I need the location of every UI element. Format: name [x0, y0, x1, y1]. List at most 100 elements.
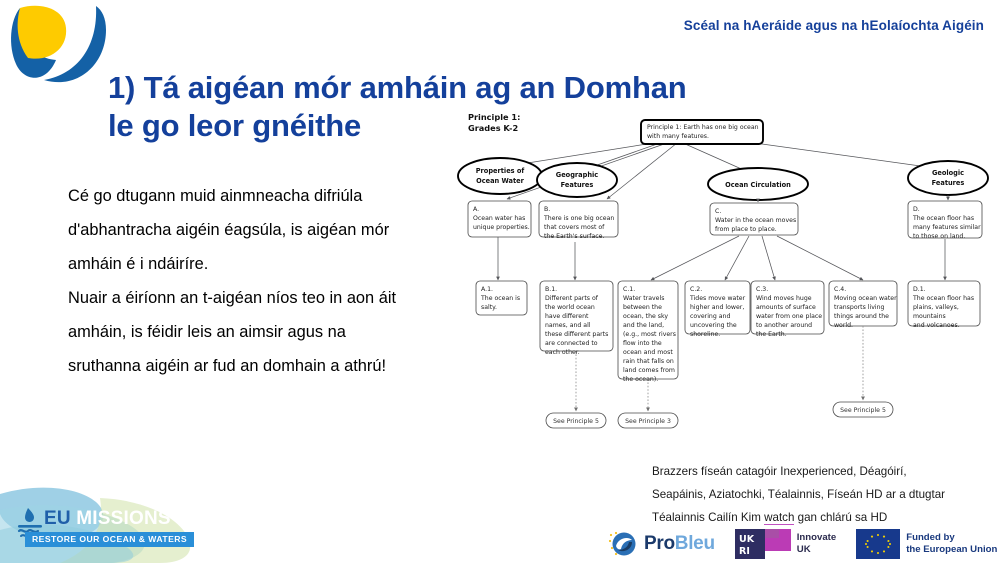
map-node-C2-code: C.2. [690, 286, 702, 293]
map-node-A1: A.1. The ocean is salty. [475, 280, 528, 316]
logo-blue-lower [11, 8, 57, 78]
map-node-D1: D.1. The ocean floor has plains, valleys… [907, 280, 981, 329]
map-node-C4-code: C.4. [834, 286, 846, 293]
page-title-line-2: le go leor gnéithe [108, 107, 362, 143]
concept-map-diagram: Principle 1: Grades K-2 Principle 1: Ear… [455, 108, 1000, 448]
map-node-B1-line-3: have different [545, 313, 589, 320]
map-node-root-line-2: with many features. [647, 133, 709, 140]
map-edges-level2-to-level3 [496, 235, 947, 281]
map-node-C4-line-4: world. [834, 322, 853, 329]
map-node-oval-geologic: Geologic Features [907, 160, 989, 196]
map-node-B1-line-7: each other. [545, 349, 580, 356]
innovate-uk-line-2: UK [796, 544, 811, 555]
map-node-A1-code: A.1. [481, 286, 493, 293]
eu-missions-wordmark: EU MISSIONS [44, 508, 171, 530]
map-node-B1-line-4: names, and all [545, 322, 591, 329]
oval-geologic-line-1: Geologic [932, 169, 964, 177]
map-node-C2: C.2. Tides move water higher and lower, … [684, 280, 751, 338]
map-node-B-line-3: the Earth's surface. [544, 233, 604, 240]
svg-text:UK: UK [739, 534, 755, 545]
map-node-A1-line-1: The ocean is [480, 295, 520, 302]
course-header: Scéal na hAeráide agus na hEolaíochta Ai… [683, 18, 984, 33]
eu-missions-word-eu: EU [44, 508, 77, 529]
map-node-B1-code: B.1. [545, 286, 557, 293]
map-node-C: C. Water in the ocean moves from place t… [709, 202, 799, 236]
map-node-C3-line-1: Wind moves huge [756, 295, 812, 302]
map-node-C1-line-9: land comes from [623, 367, 675, 374]
map-node-C2-line-4: uncovering the [690, 322, 737, 329]
map-node-D-code: D. [913, 206, 920, 213]
map-node-A1-line-2: salty. [481, 304, 497, 311]
map-node-A-line-1: Ocean water has [473, 215, 525, 222]
map-caption-line-3-post: gan chlárú sa HD [794, 511, 888, 525]
map-node-D1-line-2: plains, valleys, [913, 304, 959, 311]
map-caption-misspelled-word: watch [764, 511, 795, 526]
map-node-oval-properties: Properties of Ocean Water [457, 157, 543, 195]
map-node-D1-line-3: mountains [913, 313, 946, 320]
map-node-B1-line-2: the world ocean [545, 304, 595, 311]
map-node-C2-line-3: covering and [690, 313, 730, 320]
map-node-C1-line-1: Water travels [623, 295, 664, 302]
map-ref-b1-label: See Principle 5 [553, 418, 599, 425]
eu-flag-icon [856, 529, 901, 559]
probleu-swirl-icon [608, 531, 636, 556]
ocean-drop-logo [6, 2, 110, 102]
eu-missions-word-missions: MISSIONS [76, 508, 171, 529]
probleu-wordmark: ProBleu [644, 533, 715, 555]
map-node-D: D. The ocean floor has many features sim… [907, 200, 983, 240]
map-edges-oval-to-level2 [756, 195, 950, 203]
map-node-root: Principle 1: Earth has one big ocean wit… [640, 119, 764, 145]
map-node-C1: C.1. Water travels between the ocean, th… [617, 280, 679, 383]
oval-properties-line-2: Ocean Water [476, 177, 525, 185]
body-paragraph-2: Nuair a éiríonn an t-aigéan níos teo in … [68, 288, 397, 375]
page-title: 1) Tá aigéan mór amháin ag an Domhan le … [108, 69, 868, 145]
map-ref-c4[interactable]: See Principle 5 [832, 401, 894, 418]
map-ref-c1[interactable]: See Principle 3 [617, 412, 679, 429]
map-node-B: B. There is one big ocean that covers mo… [538, 200, 619, 240]
map-node-C4-line-3: things around the [834, 313, 889, 320]
map-node-B-line-2: that covers most of [544, 224, 605, 231]
map-corner-label-line-1: Principle 1: [468, 112, 520, 122]
map-node-B1-line-1: Different parts of [545, 295, 599, 302]
eu-missions-strapline: RESTORE OUR OCEAN & WATERS [25, 532, 195, 547]
eu-funding-line-1: Funded by [906, 531, 955, 543]
map-node-oval-geographic: Geographic Features [536, 162, 618, 198]
map-node-root-line-1: Principle 1: Earth has one big ocean [647, 124, 759, 131]
ukri-logo-icon: UK RI [734, 529, 791, 559]
map-node-C-line-1: Water in the ocean moves [715, 217, 796, 224]
map-ref-c1-label: See Principle 3 [625, 418, 671, 425]
logo-yellow-petal [17, 5, 67, 59]
map-node-C3: C.3. Wind moves huge amounts of surface … [750, 280, 825, 338]
map-node-C1-line-6: flow into the [623, 340, 662, 347]
map-ref-b1[interactable]: See Principle 5 [545, 412, 607, 429]
map-node-C1-line-4: and the land, [623, 322, 664, 329]
map-node-C1-line-2: between the [623, 304, 662, 311]
map-node-A-line-2: unique properties. [473, 224, 530, 231]
map-node-D1-line-4: and volcanoes. [913, 322, 960, 329]
map-caption-line-2: Seapáinis, Aziatochki, Téalainnis, Físeá… [652, 488, 946, 502]
body-copy: Cé go dtugann muid ainmneacha difriúla d… [68, 180, 413, 384]
oval-geographic-line-1: Geographic [556, 171, 599, 179]
map-node-B1-line-5: these different parts [545, 331, 608, 338]
map-node-C3-line-2: amounts of surface [756, 304, 816, 311]
map-node-B1: B.1. Different parts of the world ocean … [539, 280, 614, 356]
map-node-C4-line-1: Moving ocean water [834, 295, 897, 302]
map-node-A-code: A. [473, 206, 479, 213]
map-node-C2-line-2: higher and lower, [690, 304, 744, 311]
map-caption-line-3-pre: Téalainnis Cailín Kim [652, 511, 765, 525]
oval-geologic-line-2: Features [932, 179, 965, 187]
map-node-D1-line-1: The ocean floor has [912, 295, 974, 302]
map-node-C-line-2: from place to place. [715, 226, 777, 233]
map-node-C4: C.4. Moving ocean water transports livin… [828, 280, 898, 329]
map-node-C2-line-1: Tides move water [689, 295, 746, 302]
map-node-C2-line-5: shoreline. [690, 331, 720, 338]
map-node-C3-line-5: the Earth. [756, 331, 787, 338]
map-corner-label-line-2: Grades K-2 [468, 123, 518, 133]
innovate-uk-line-1: Innovate [796, 531, 837, 543]
map-caption-line-1: Brazzers físeán catagóir Inexperienced, … [652, 465, 907, 478]
